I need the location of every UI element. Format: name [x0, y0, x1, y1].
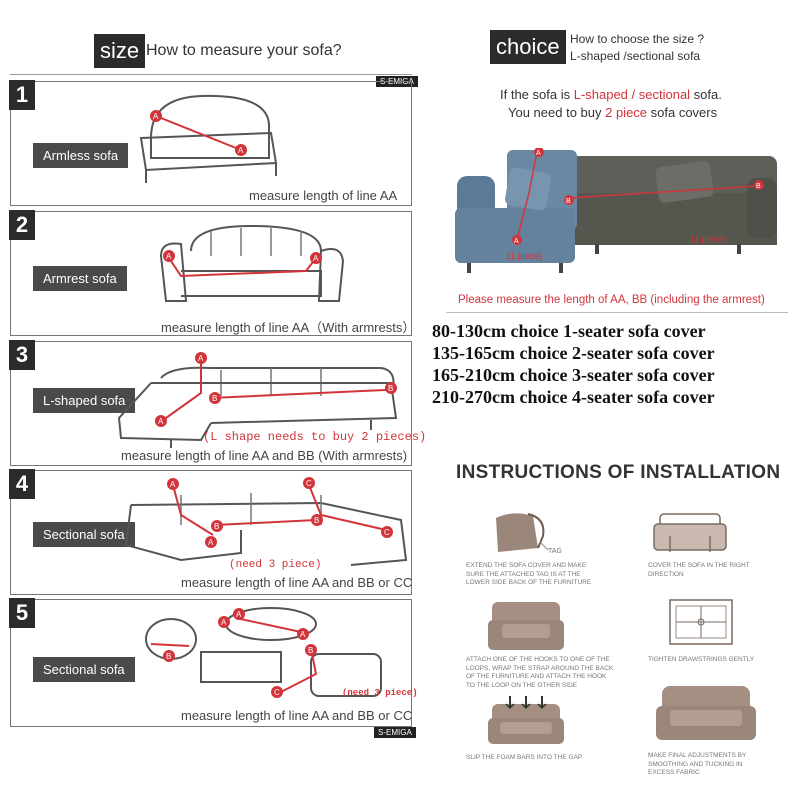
step-final-adjust-illustration: [656, 686, 756, 740]
step-caption: EXTEND THE SOFA COVER AND MAKE SURE THE …: [466, 562, 592, 586]
svg-text:A: A: [300, 630, 306, 639]
l-shaped-info: If the sofa is L-shaped / sectional sofa…: [500, 86, 722, 122]
panel-armless-sofa: 1 Armless sofa A A measure length of lin…: [9, 80, 412, 206]
sofa-type-label: Armless sofa: [33, 143, 129, 168]
sectional-sofa-illustration: A A B B C C: [124, 477, 408, 566]
l-shaped-sofa-photo: A A B B (1 piece) (1 piece): [447, 147, 787, 288]
svg-text:A: A: [236, 610, 242, 619]
measure-instruction: measure length of line AA（With armrests）: [161, 320, 416, 335]
purchase-note: (need 3 piece): [229, 559, 322, 571]
step-extend-illustration: [496, 513, 549, 552]
size-row: 80-130cm choice 1-seater sofa cover: [432, 321, 706, 341]
caption-underline: [446, 312, 788, 313]
sofa-type-label: Sectional sofa: [33, 657, 135, 682]
svg-text:B: B: [166, 652, 171, 661]
panel-number: 5: [9, 598, 35, 628]
measure-instruction: measure length of line AA and BB or CC: [181, 575, 413, 590]
step-caption: SLIP THE FOAM BARS INTO THE GAP: [466, 754, 583, 761]
sectional-sofa-set-illustration: A A A B B C: [145, 607, 382, 698]
measure-instruction: measure length of line AA: [249, 188, 398, 203]
step-caption: TIGHTEN DRAWSTRINGS GENTLY: [648, 656, 755, 663]
right-header-line1: How to choose the size ?: [570, 32, 705, 46]
panel-l-shaped-sofa: 3 L-shaped sofa A A B B (L shape needs t…: [9, 340, 426, 466]
svg-text:B: B: [756, 183, 761, 190]
size-tag: size: [94, 34, 146, 68]
svg-text:C: C: [306, 479, 312, 488]
panel-armrest-sofa: 2 Armrest sofa A A measure length of lin…: [9, 210, 416, 336]
svg-text:A: A: [514, 238, 519, 245]
step-foam-bars-illustration: [488, 696, 564, 744]
piece-label-left: (1 piece): [507, 251, 543, 261]
sofa-type-label: Armrest sofa: [33, 266, 127, 291]
purchase-note: (need 3 piece): [342, 688, 418, 698]
step-caption: ATTACH ONE OF THE HOOKS TO ONE OF THE LO…: [466, 656, 614, 689]
right-header: choice How to choose the size ? L-shaped…: [490, 30, 790, 70]
svg-text:A: A: [166, 252, 172, 261]
svg-text:A: A: [158, 417, 164, 426]
svg-text:B: B: [308, 646, 313, 655]
l-shaped-sofa-illustration: A A B B: [117, 352, 398, 448]
panel-sectional-sofa-5: 5 Sectional sofa A A A B B C (need 3 pie…: [9, 598, 418, 727]
svg-text:B: B: [214, 522, 219, 531]
info-line-1: If the sofa is L-shaped / sectional sofa…: [500, 87, 722, 102]
svg-text:B: B: [388, 384, 393, 393]
svg-text:B: B: [314, 516, 319, 525]
svg-text:A: A: [313, 254, 319, 263]
svg-text:C: C: [274, 688, 280, 697]
step-cover-illustration: [653, 513, 727, 552]
size-row: 135-165cm choice 2-seater sofa cover: [432, 343, 715, 363]
brand-label-bottom: S-EMIGA: [374, 727, 416, 738]
size-row: 165-210cm choice 3-seater sofa cover: [432, 365, 715, 385]
svg-text:A: A: [153, 112, 159, 121]
armrest-sofa-illustration: A A: [159, 224, 345, 302]
header-divider: [10, 74, 412, 75]
measure-instruction: measure length of line AA and BB (With a…: [121, 448, 408, 463]
svg-text:A: A: [221, 618, 227, 627]
measure-instruction: measure length of line AA and BB or CC: [181, 708, 413, 723]
sofa-type-label: L-shaped sofa: [33, 388, 136, 413]
left-header-title: How to measure your sofa?: [146, 42, 342, 59]
right-header-line2: L-shaped /sectional sofa: [570, 49, 701, 63]
step-caption: MAKE FINAL ADJUSTMENTS BY SMOOTHING AND …: [648, 752, 747, 776]
svg-text:C: C: [384, 528, 390, 537]
step-drawstring-illustration: [669, 599, 733, 645]
panel-number: 1: [9, 80, 35, 110]
piece-label-right: (1 piece): [691, 234, 727, 244]
info-line-2: You need to buy 2 piece sofa covers: [508, 105, 718, 120]
step-strap-illustration: [488, 602, 564, 650]
tag-label: TAG: [548, 548, 562, 555]
svg-text:A: A: [198, 354, 204, 363]
svg-text:A: A: [170, 480, 176, 489]
purchase-note: (L shape needs to buy 2 pieces): [203, 430, 427, 444]
armless-sofa-illustration: A A: [139, 94, 278, 183]
sofa-type-label: Sectional sofa: [33, 522, 135, 547]
photo-caption: Please measure the length of AA, BB (inc…: [458, 294, 765, 306]
svg-text:B: B: [566, 198, 571, 205]
svg-text:A: A: [536, 150, 541, 157]
panel-sectional-sofa-4: 4 Sectional sofa A A B B C C (need 3 pie…: [9, 469, 413, 595]
panel-number: 2: [9, 210, 35, 240]
svg-text:B: B: [212, 394, 217, 403]
svg-text:A: A: [208, 538, 214, 547]
installation-title: INSTRUCTIONS OF INSTALLATION: [456, 462, 781, 483]
step-caption: COVER THE SOFA IN THE RIGHT DIRECTION: [648, 562, 750, 578]
size-row: 210-270cm choice 4-seater sofa cover: [432, 387, 715, 407]
size-chart: 80-130cm choice 1-seater sofa cover 135-…: [432, 320, 715, 408]
svg-text:A: A: [238, 146, 244, 155]
panel-number: 4: [9, 469, 35, 499]
choice-tag: choice: [490, 30, 566, 64]
panel-number: 3: [9, 340, 35, 370]
